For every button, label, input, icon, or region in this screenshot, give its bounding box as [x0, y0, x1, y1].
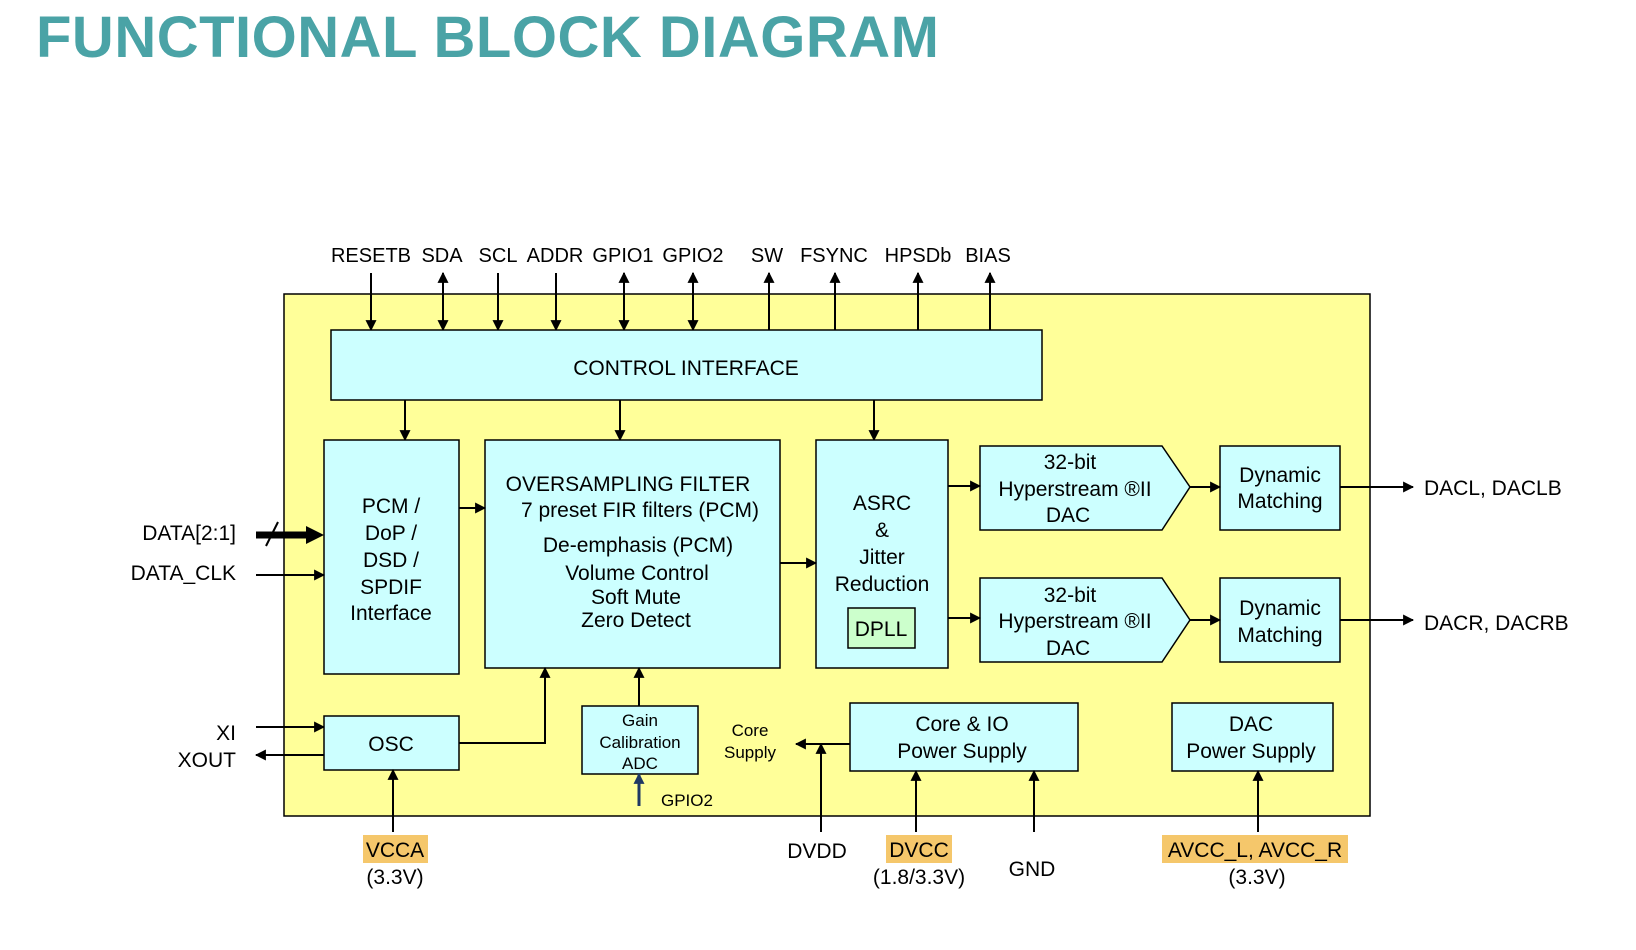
pin-label-hpsdb: HPSDb — [885, 245, 952, 267]
gain-calibration-block — [581, 705, 699, 775]
output-label-right: DACR, DACRB — [1424, 612, 1569, 635]
input-label-data: DATA[2:1] — [142, 522, 236, 545]
control-interface-label: CONTROL INTERFACE — [573, 357, 799, 380]
pcm-interface-line: DoP / — [365, 522, 417, 545]
dynamic-matching-left-line: Matching — [1237, 490, 1322, 513]
avcc-highlight — [1162, 835, 1348, 863]
oversampling-line: Zero Detect — [581, 609, 691, 632]
dac-right-block — [979, 577, 1191, 663]
dvdd-label: DVDD — [787, 840, 847, 863]
asrc-line: Reduction — [835, 573, 930, 596]
input-label-data-clk: DATA_CLK — [131, 562, 236, 585]
gain-calibration-line: Calibration — [599, 733, 680, 752]
dynamic-matching-left-line: Dynamic — [1239, 464, 1321, 487]
control-interface-block — [330, 329, 1043, 401]
avcc-label: AVCC_L, AVCC_R — [1168, 839, 1342, 862]
input-label-xout: XOUT — [178, 749, 237, 772]
arrow-osc-to-filter — [459, 666, 551, 744]
pin-label-sda: SDA — [421, 245, 463, 267]
dac-right-line: 32-bit — [1044, 584, 1097, 607]
page-title: FUNCTIONAL BLOCK DIAGRAM — [36, 5, 940, 70]
oversampling-title: OVERSAMPLING FILTER — [506, 473, 751, 496]
dac-right-line: Hyperstream ®II — [998, 610, 1151, 633]
pin-label-resetb: RESETB — [331, 245, 411, 267]
pin-label-fsync: FSYNC — [800, 245, 868, 267]
vcca-voltage: (3.3V) — [366, 866, 423, 889]
dynamic-matching-right-block — [1219, 577, 1341, 663]
gain-calibration-line: ADC — [622, 754, 658, 773]
pcm-interface-line: DSD / — [363, 549, 419, 572]
dpll-label: DPLL — [855, 618, 908, 641]
dynamic-matching-right-line: Dynamic — [1239, 597, 1321, 620]
output-label-left: DACL, DACLB — [1424, 477, 1562, 500]
gnd-label: GND — [1009, 858, 1056, 881]
dac-left-line: Hyperstream ®II — [998, 478, 1151, 501]
dac-right-line: DAC — [1046, 637, 1090, 660]
gain-calibration-line: Gain — [622, 711, 658, 730]
pin-label-addr: ADDR — [527, 245, 584, 267]
vcca-label: VCCA — [366, 839, 424, 862]
asrc-line: ASRC — [853, 492, 911, 515]
avcc-voltage: (3.3V) — [1228, 866, 1285, 889]
pcm-interface-line: SPDIF — [360, 576, 422, 599]
oversampling-filter-block — [484, 439, 781, 669]
bus-arrowhead-data — [306, 526, 324, 544]
oversampling-line: 7 preset FIR filters (PCM) — [521, 499, 759, 522]
pcm-interface-line: Interface — [350, 602, 432, 625]
core-io-power-block — [849, 702, 1079, 772]
asrc-line: & — [875, 519, 889, 542]
dac-left-block — [979, 445, 1191, 531]
dynamic-matching-right-line: Matching — [1237, 624, 1322, 647]
dvcc-highlight — [886, 835, 952, 863]
dac-left-line: 32-bit — [1044, 451, 1097, 474]
pin-label-gpio2: GPIO2 — [662, 245, 723, 267]
core-supply-line: Supply — [724, 743, 776, 762]
osc-label: OSC — [368, 733, 414, 756]
pin-label-scl: SCL — [479, 245, 518, 267]
oversampling-line: Soft Mute — [591, 586, 681, 609]
pin-label-sw: SW — [751, 245, 783, 267]
core-supply-line: Core — [732, 721, 769, 740]
asrc-line: Jitter — [859, 546, 905, 569]
pcm-interface-block — [323, 439, 460, 675]
pcm-interface-line: PCM / — [362, 495, 421, 518]
pin-label-gpio1: GPIO1 — [592, 245, 653, 267]
vcca-highlight — [363, 835, 428, 863]
input-label-xi: XI — [216, 722, 236, 745]
dac-left-line: DAC — [1046, 504, 1090, 527]
oversampling-line: De-emphasis (PCM) — [543, 534, 733, 557]
dac-power-block — [1171, 702, 1334, 772]
gpio2-bottom-label: GPIO2 — [661, 791, 713, 810]
core-io-power-line: Core & IO — [915, 713, 1008, 736]
oversampling-line: Volume Control — [565, 562, 709, 585]
dpll-block — [847, 607, 916, 649]
dynamic-matching-left-block — [1219, 445, 1341, 531]
core-io-power-line: Power Supply — [897, 740, 1027, 763]
dac-power-line: DAC — [1229, 713, 1273, 736]
dvcc-voltage: (1.8/3.3V) — [873, 866, 965, 889]
dvcc-label: DVCC — [889, 839, 949, 862]
dac-power-line: Power Supply — [1186, 740, 1316, 763]
pin-label-bias: BIAS — [965, 245, 1011, 267]
bus-slash-data — [265, 521, 279, 547]
